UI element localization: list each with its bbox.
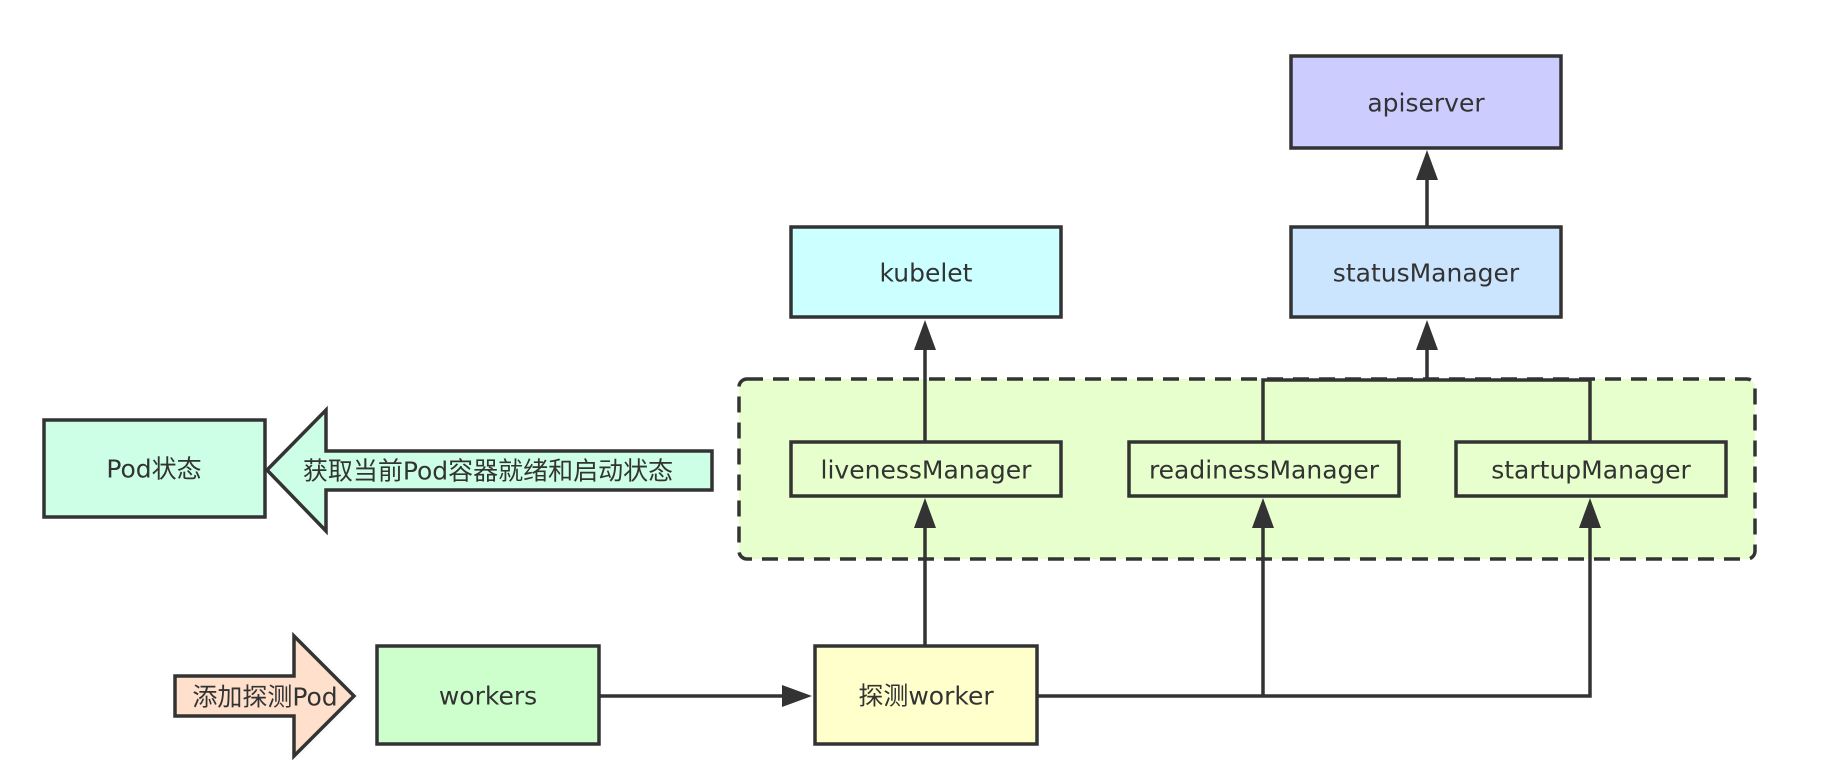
get-status-arrow: 获取当前Pod容器就绪和启动状态 <box>264 405 714 536</box>
status-manager-label: statusManager <box>1333 259 1520 288</box>
edge-livenessmanager-to-kubelet <box>914 320 936 442</box>
probe-worker-label: 探测worker <box>858 682 994 711</box>
apiserver-node: apiserver <box>1289 54 1563 150</box>
status-manager-node: statusManager <box>1289 225 1563 319</box>
edge-workers-to-probe-worker <box>599 685 812 707</box>
readiness-manager-node: readinessManager <box>1127 440 1401 498</box>
workers-node: workers <box>375 644 601 746</box>
probe-worker-node: 探测worker <box>813 644 1039 746</box>
pod-status-node: Pod状态 <box>42 418 267 519</box>
add-probe-pod-arrow: 添加探测Pod <box>173 631 357 761</box>
startup-manager-node: startupManager <box>1454 440 1728 498</box>
liveness-manager-node: livenessManager <box>789 440 1063 498</box>
get-status-arrow-label: 获取当前Pod容器就绪和启动状态 <box>303 457 673 486</box>
workers-label: workers <box>439 682 537 711</box>
kubelet-label: kubelet <box>880 259 973 288</box>
edge-statusmanager-to-apiserver <box>1416 150 1438 227</box>
liveness-manager-label: livenessManager <box>821 456 1033 485</box>
startup-manager-label: startupManager <box>1491 456 1691 485</box>
kubelet-node: kubelet <box>789 225 1063 319</box>
add-probe-pod-label: 添加探测Pod <box>192 683 337 712</box>
apiserver-label: apiserver <box>1367 89 1485 118</box>
pod-status-label: Pod状态 <box>106 455 201 484</box>
edge-managers-to-statusmanager <box>1261 320 1592 442</box>
readiness-manager-label: readinessManager <box>1149 456 1380 485</box>
edge-probe-worker-to-livenessmanager <box>914 498 936 646</box>
edge-probe-worker-to-readiness-startup <box>1037 498 1601 698</box>
